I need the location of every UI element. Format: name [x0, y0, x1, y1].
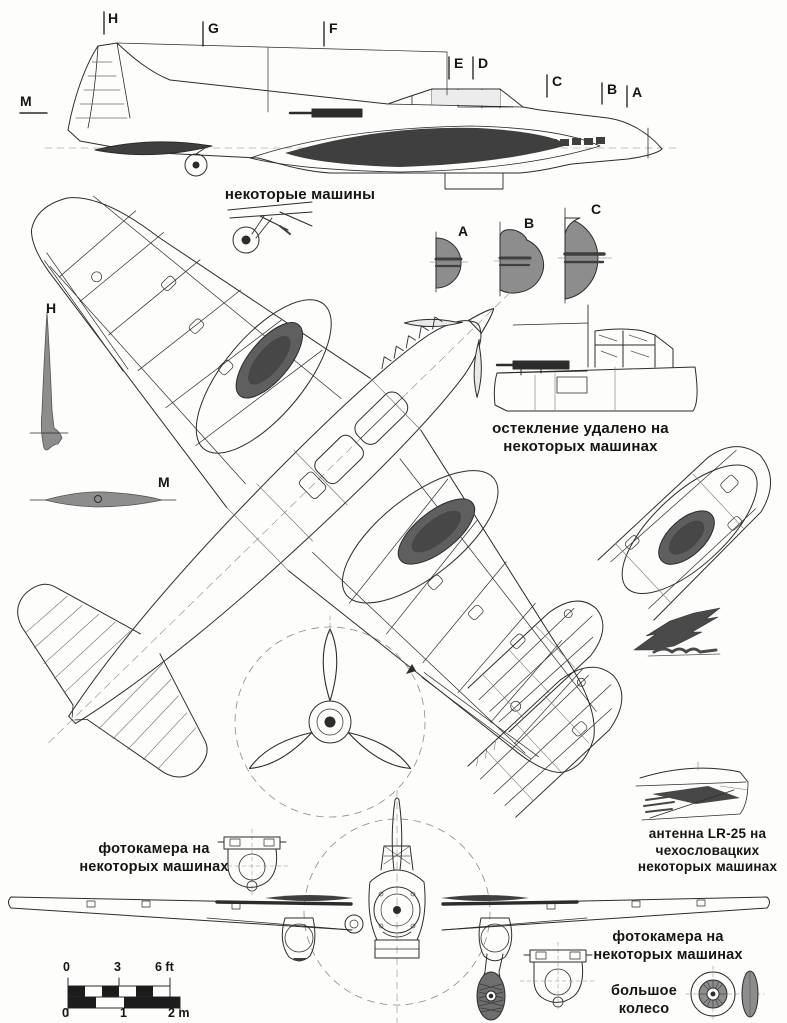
- section-marker-b: B: [607, 81, 618, 97]
- airfoil-profile: [29, 491, 177, 508]
- wingtip-detail-1: [467, 600, 604, 733]
- tailwheel-detail: [227, 201, 313, 254]
- section-marker-e: E: [454, 55, 464, 71]
- fin-section-profile: [29, 311, 69, 451]
- camera-detail-right: [519, 941, 597, 1013]
- cross-section-b: [493, 221, 545, 297]
- section-marker-f: F: [329, 20, 338, 36]
- section-marker-d: D: [478, 55, 489, 71]
- datum-marker-m: M: [20, 93, 32, 109]
- caption-camera-left: фотокамера на некоторых машинах: [79, 841, 229, 875]
- section-marker-g: G: [208, 20, 219, 36]
- cockpit-detail: [493, 304, 698, 412]
- caption-some-machines: некоторые машины: [224, 186, 376, 203]
- section-marker-a: A: [632, 84, 643, 100]
- section-marker-c: C: [552, 73, 563, 89]
- side-view: [19, 11, 679, 190]
- wing-panel-detail: [597, 446, 771, 621]
- scale-ft-3: 3: [114, 960, 121, 974]
- wingtip-detail-2: [467, 666, 623, 818]
- scale-m-0: 0: [62, 1006, 69, 1020]
- cross-section-label-a: A: [458, 223, 469, 239]
- caption-glazing-removed: остекление удалено на некоторых машинах: [492, 420, 669, 455]
- airfoil-section-label: M: [158, 474, 170, 490]
- caption-camera-right: фотокамера на некоторых машинах: [593, 929, 743, 963]
- scale-ft-0: 0: [63, 960, 70, 974]
- ilyushin-signature-logo: [633, 607, 721, 657]
- cross-section-a: [429, 231, 469, 293]
- front-view: [8, 789, 770, 1023]
- cross-section-label-c: C: [591, 201, 602, 217]
- scale-bar: [67, 977, 181, 1017]
- cross-section-label-b: B: [524, 215, 535, 231]
- scale-m-1: 1: [120, 1006, 127, 1020]
- propeller-detail: [234, 615, 426, 818]
- cross-section-c: [557, 207, 613, 304]
- big-wheel-detail: [685, 965, 765, 1023]
- fin-section-label: H: [46, 300, 57, 316]
- section-marker-h: H: [108, 10, 119, 26]
- caption-big-wheel: большое колесо: [611, 983, 677, 1017]
- scale-ft-6: 6 ft: [155, 960, 174, 974]
- antenna-detail: [635, 761, 749, 821]
- caption-antenna-lr25: антенна LR-25 на чехословацких некоторых…: [637, 826, 778, 874]
- camera-detail-left: [213, 828, 291, 896]
- scale-m-2: 2 m: [168, 1006, 190, 1020]
